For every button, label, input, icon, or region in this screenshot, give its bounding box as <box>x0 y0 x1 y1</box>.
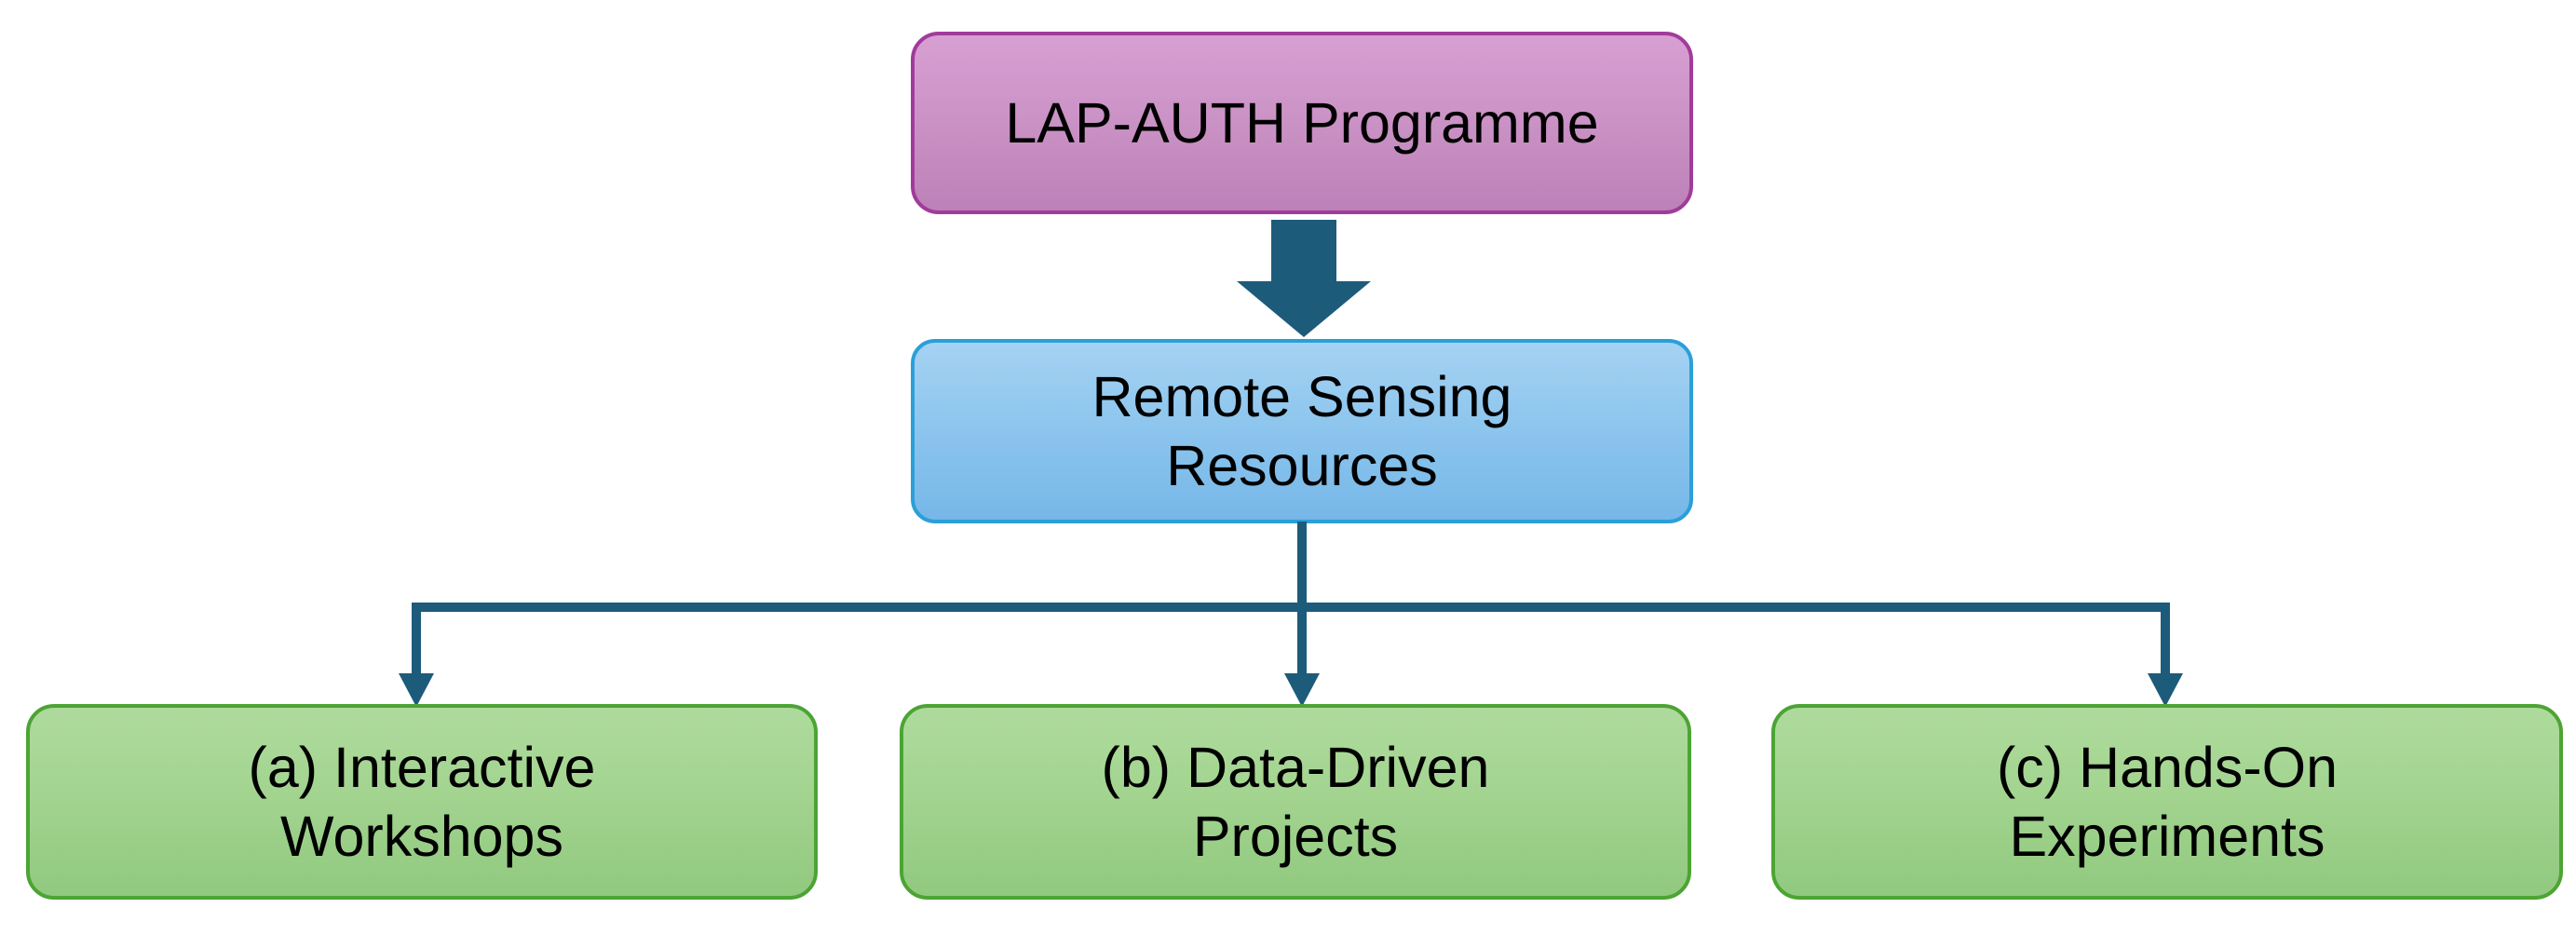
arrowhead-down-icon-left <box>399 673 434 707</box>
connector-leg-right <box>2161 603 2170 684</box>
node-remote-sensing-resources[interactable]: Remote Sensing Resources <box>911 339 1693 523</box>
node-leaf-label: (c) Hands-On Experiments <box>1996 735 2339 868</box>
connector-stem-vertical <box>1297 522 1307 611</box>
node-hands-on-experiments[interactable]: (c) Hands-On Experiments <box>1771 704 2563 900</box>
block-arrow-down-icon <box>1237 220 1371 337</box>
node-lap-auth-programme[interactable]: LAP-AUTH Programme <box>911 32 1693 214</box>
node-resources-label: Remote Sensing Resources <box>1091 364 1512 497</box>
node-root-label: LAP-AUTH Programme <box>1005 90 1599 155</box>
node-interactive-workshops[interactable]: (a) Interactive Workshops <box>26 704 818 900</box>
connector-horizontal-bus <box>412 603 2170 612</box>
arrowhead-down-icon-right <box>2148 673 2183 707</box>
node-leaf-label: (a) Interactive Workshops <box>248 735 596 868</box>
node-leaf-label: (b) Data-Driven Projects <box>1101 735 1490 868</box>
connector-leg-center <box>1297 603 1307 684</box>
connector-leg-left <box>412 603 421 684</box>
arrowhead-down-icon-center <box>1284 673 1320 707</box>
node-data-driven-projects[interactable]: (b) Data-Driven Projects <box>900 704 1691 900</box>
